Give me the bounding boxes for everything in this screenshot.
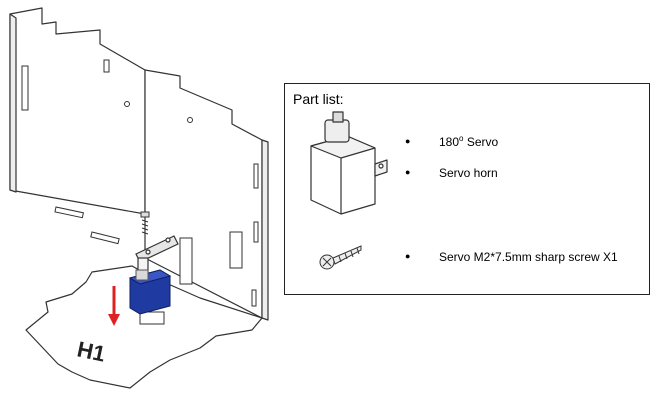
slot: [251, 289, 257, 307]
part-list-title: Part list:: [293, 91, 344, 107]
screw-part: [140, 211, 150, 236]
side-panel-edge: [9, 13, 17, 193]
slot: [21, 65, 29, 111]
part-item-screw: ●Servo M2*7.5mm sharp screw X1: [405, 250, 618, 264]
servo-icon: [310, 111, 388, 215]
part-item-servo: ●180o Servo: [405, 134, 499, 149]
servo-horn: [135, 235, 179, 273]
servo-body: [128, 269, 172, 315]
red-arrow: [108, 286, 120, 326]
slot: [90, 231, 120, 245]
hole: [187, 117, 193, 123]
back-panel-edge: [261, 139, 269, 321]
part-list-box: Part list: ●180o Servo ●Servo horn ●Serv…: [284, 83, 650, 295]
side-panel: [9, 7, 146, 215]
screw-icon: [319, 245, 362, 270]
part-item-servo-horn: ●Servo horn: [405, 166, 498, 180]
assembly-illustration: H1: [9, 7, 269, 389]
bullet-icon: ●: [405, 167, 411, 177]
panel-label: H1: [75, 336, 108, 366]
slot: [54, 206, 84, 219]
bullet-icon: ●: [405, 136, 411, 146]
base-panel: [25, 265, 263, 389]
slot: [253, 163, 259, 189]
servo-cutout: [229, 231, 243, 269]
hole: [124, 101, 130, 107]
slot: [253, 221, 259, 243]
mount-bracket: [179, 237, 193, 285]
base-slot: [139, 311, 165, 325]
bullet-icon: ●: [405, 251, 411, 261]
slot: [103, 59, 110, 73]
